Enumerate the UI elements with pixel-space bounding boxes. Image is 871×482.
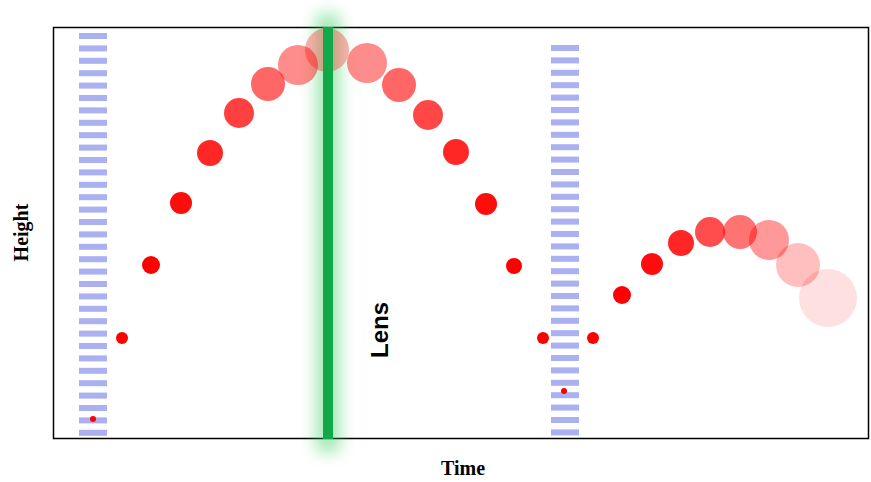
bar-dash xyxy=(79,95,107,101)
bar-dash xyxy=(79,368,107,374)
ball-dot xyxy=(170,192,192,214)
ball-dot xyxy=(506,258,522,274)
bar-dash xyxy=(551,380,579,386)
bar-dash xyxy=(551,206,579,212)
bar-dash xyxy=(79,269,107,275)
bar-dash xyxy=(79,331,107,337)
bar-dash xyxy=(551,355,579,361)
bar-dash xyxy=(79,120,107,126)
bar-dash xyxy=(79,70,107,76)
bar-dash xyxy=(551,305,579,311)
bar-dash xyxy=(79,393,107,399)
ball-dot xyxy=(613,286,631,304)
bar-dash xyxy=(79,343,107,349)
bar-dash xyxy=(551,343,579,349)
ball-dot xyxy=(197,140,223,166)
bar-dash xyxy=(79,107,107,113)
bar-dash xyxy=(79,244,107,250)
bar-dash xyxy=(551,243,579,249)
bar-dash xyxy=(79,145,107,151)
bar-dash xyxy=(79,306,107,312)
bar-dash xyxy=(551,367,579,373)
ball-dot xyxy=(587,332,599,344)
bar-dash xyxy=(551,417,579,423)
ball-dot xyxy=(90,416,96,422)
ball-dot xyxy=(475,193,497,215)
bar-dash xyxy=(79,281,107,287)
bar-dash xyxy=(551,405,579,411)
lens-label: Lens xyxy=(366,302,394,358)
ball-dots xyxy=(90,28,857,422)
bar-dash xyxy=(551,256,579,262)
bar-dash xyxy=(551,429,579,435)
ball-dot xyxy=(537,332,549,344)
bar-dash xyxy=(79,231,107,237)
bar-dash xyxy=(79,58,107,64)
bar-dash xyxy=(551,82,579,88)
ball-dot xyxy=(142,256,160,274)
bar-dash xyxy=(551,231,579,237)
ball-dot xyxy=(641,253,663,275)
ball-dot xyxy=(695,217,725,247)
bar-dash xyxy=(551,95,579,101)
ball-dot xyxy=(443,139,469,165)
bar-dash xyxy=(551,281,579,287)
bar-dash xyxy=(551,181,579,187)
plot-frame xyxy=(54,28,869,439)
bar-dash xyxy=(551,70,579,76)
ball-dot xyxy=(413,100,443,130)
lens-glow xyxy=(316,14,340,452)
bar-dash xyxy=(79,83,107,89)
bar-dash xyxy=(79,169,107,175)
bar-dash xyxy=(551,219,579,225)
axis-label: Height xyxy=(11,203,34,261)
bar-dash xyxy=(79,318,107,324)
bar-dash xyxy=(79,405,107,411)
ball-dot xyxy=(116,332,128,344)
ball-dot xyxy=(561,388,567,394)
bar-dash xyxy=(551,57,579,63)
bar-dash xyxy=(551,169,579,175)
bar-dash xyxy=(551,330,579,336)
ball-dot xyxy=(668,230,694,256)
bar-dash xyxy=(79,182,107,188)
bar-dash xyxy=(79,45,107,51)
bar-dash xyxy=(79,33,107,39)
bar-dash xyxy=(551,293,579,299)
ball-dot xyxy=(382,68,416,102)
bar-dash xyxy=(79,256,107,262)
bar-dash xyxy=(551,45,579,51)
bar-dash xyxy=(79,380,107,386)
bar-dash xyxy=(79,430,107,436)
bar-dash xyxy=(79,219,107,225)
bar-dash xyxy=(551,107,579,113)
bar-dash xyxy=(551,119,579,125)
bar-dash xyxy=(551,268,579,274)
ball-dot xyxy=(224,98,254,128)
bar-dash xyxy=(551,318,579,324)
lens-line xyxy=(323,27,333,439)
bar-dash xyxy=(79,355,107,361)
bar-dash xyxy=(551,144,579,150)
ball-dot xyxy=(799,269,857,327)
bar-dash xyxy=(551,132,579,138)
bar-dash xyxy=(79,157,107,163)
bar-dash xyxy=(551,157,579,163)
bar-dash xyxy=(79,132,107,138)
bar-dash xyxy=(79,207,107,213)
axis-label: Time xyxy=(441,457,485,480)
bar-dash xyxy=(79,293,107,299)
bar-dash xyxy=(79,194,107,200)
ball-dot xyxy=(347,43,387,83)
bar-dash xyxy=(551,194,579,200)
